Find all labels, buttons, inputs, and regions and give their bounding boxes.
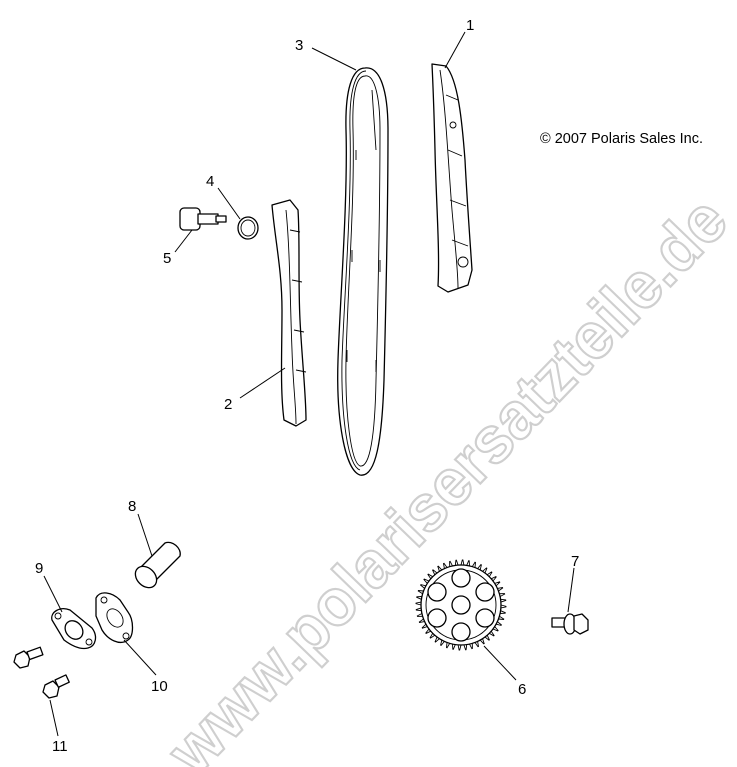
gasket bbox=[95, 592, 134, 644]
callout-6: 6 bbox=[518, 681, 526, 698]
callout-10: 10 bbox=[151, 678, 168, 695]
cover-plate bbox=[51, 608, 97, 650]
callout-9: 9 bbox=[35, 560, 43, 577]
callouts: 1 2 3 4 5 6 7 8 9 10 11 bbox=[35, 17, 579, 755]
copyright-notice: © 2007 Polaris Sales Inc. bbox=[540, 131, 704, 147]
sprocket-bolt bbox=[551, 613, 589, 635]
bolts bbox=[13, 646, 70, 699]
leader-lines bbox=[43, 31, 575, 737]
callout-11: 11 bbox=[52, 738, 68, 755]
callout-3: 3 bbox=[295, 37, 303, 54]
callout-8: 8 bbox=[128, 498, 136, 515]
callout-4: 4 bbox=[206, 173, 214, 190]
sprocket-teeth bbox=[415, 559, 507, 651]
callout-1: 1 bbox=[466, 17, 474, 34]
callout-2: 2 bbox=[224, 396, 232, 413]
chain-guide-tensioner bbox=[271, 199, 307, 427]
callout-7: 7 bbox=[571, 553, 579, 570]
cam-sprocket bbox=[415, 559, 507, 651]
tensioner-cylinder bbox=[134, 541, 181, 589]
tensioner-plunger bbox=[179, 207, 227, 231]
timing-chain bbox=[337, 67, 389, 476]
chain-guide-fixed bbox=[431, 63, 473, 293]
callout-5: 5 bbox=[163, 250, 171, 267]
